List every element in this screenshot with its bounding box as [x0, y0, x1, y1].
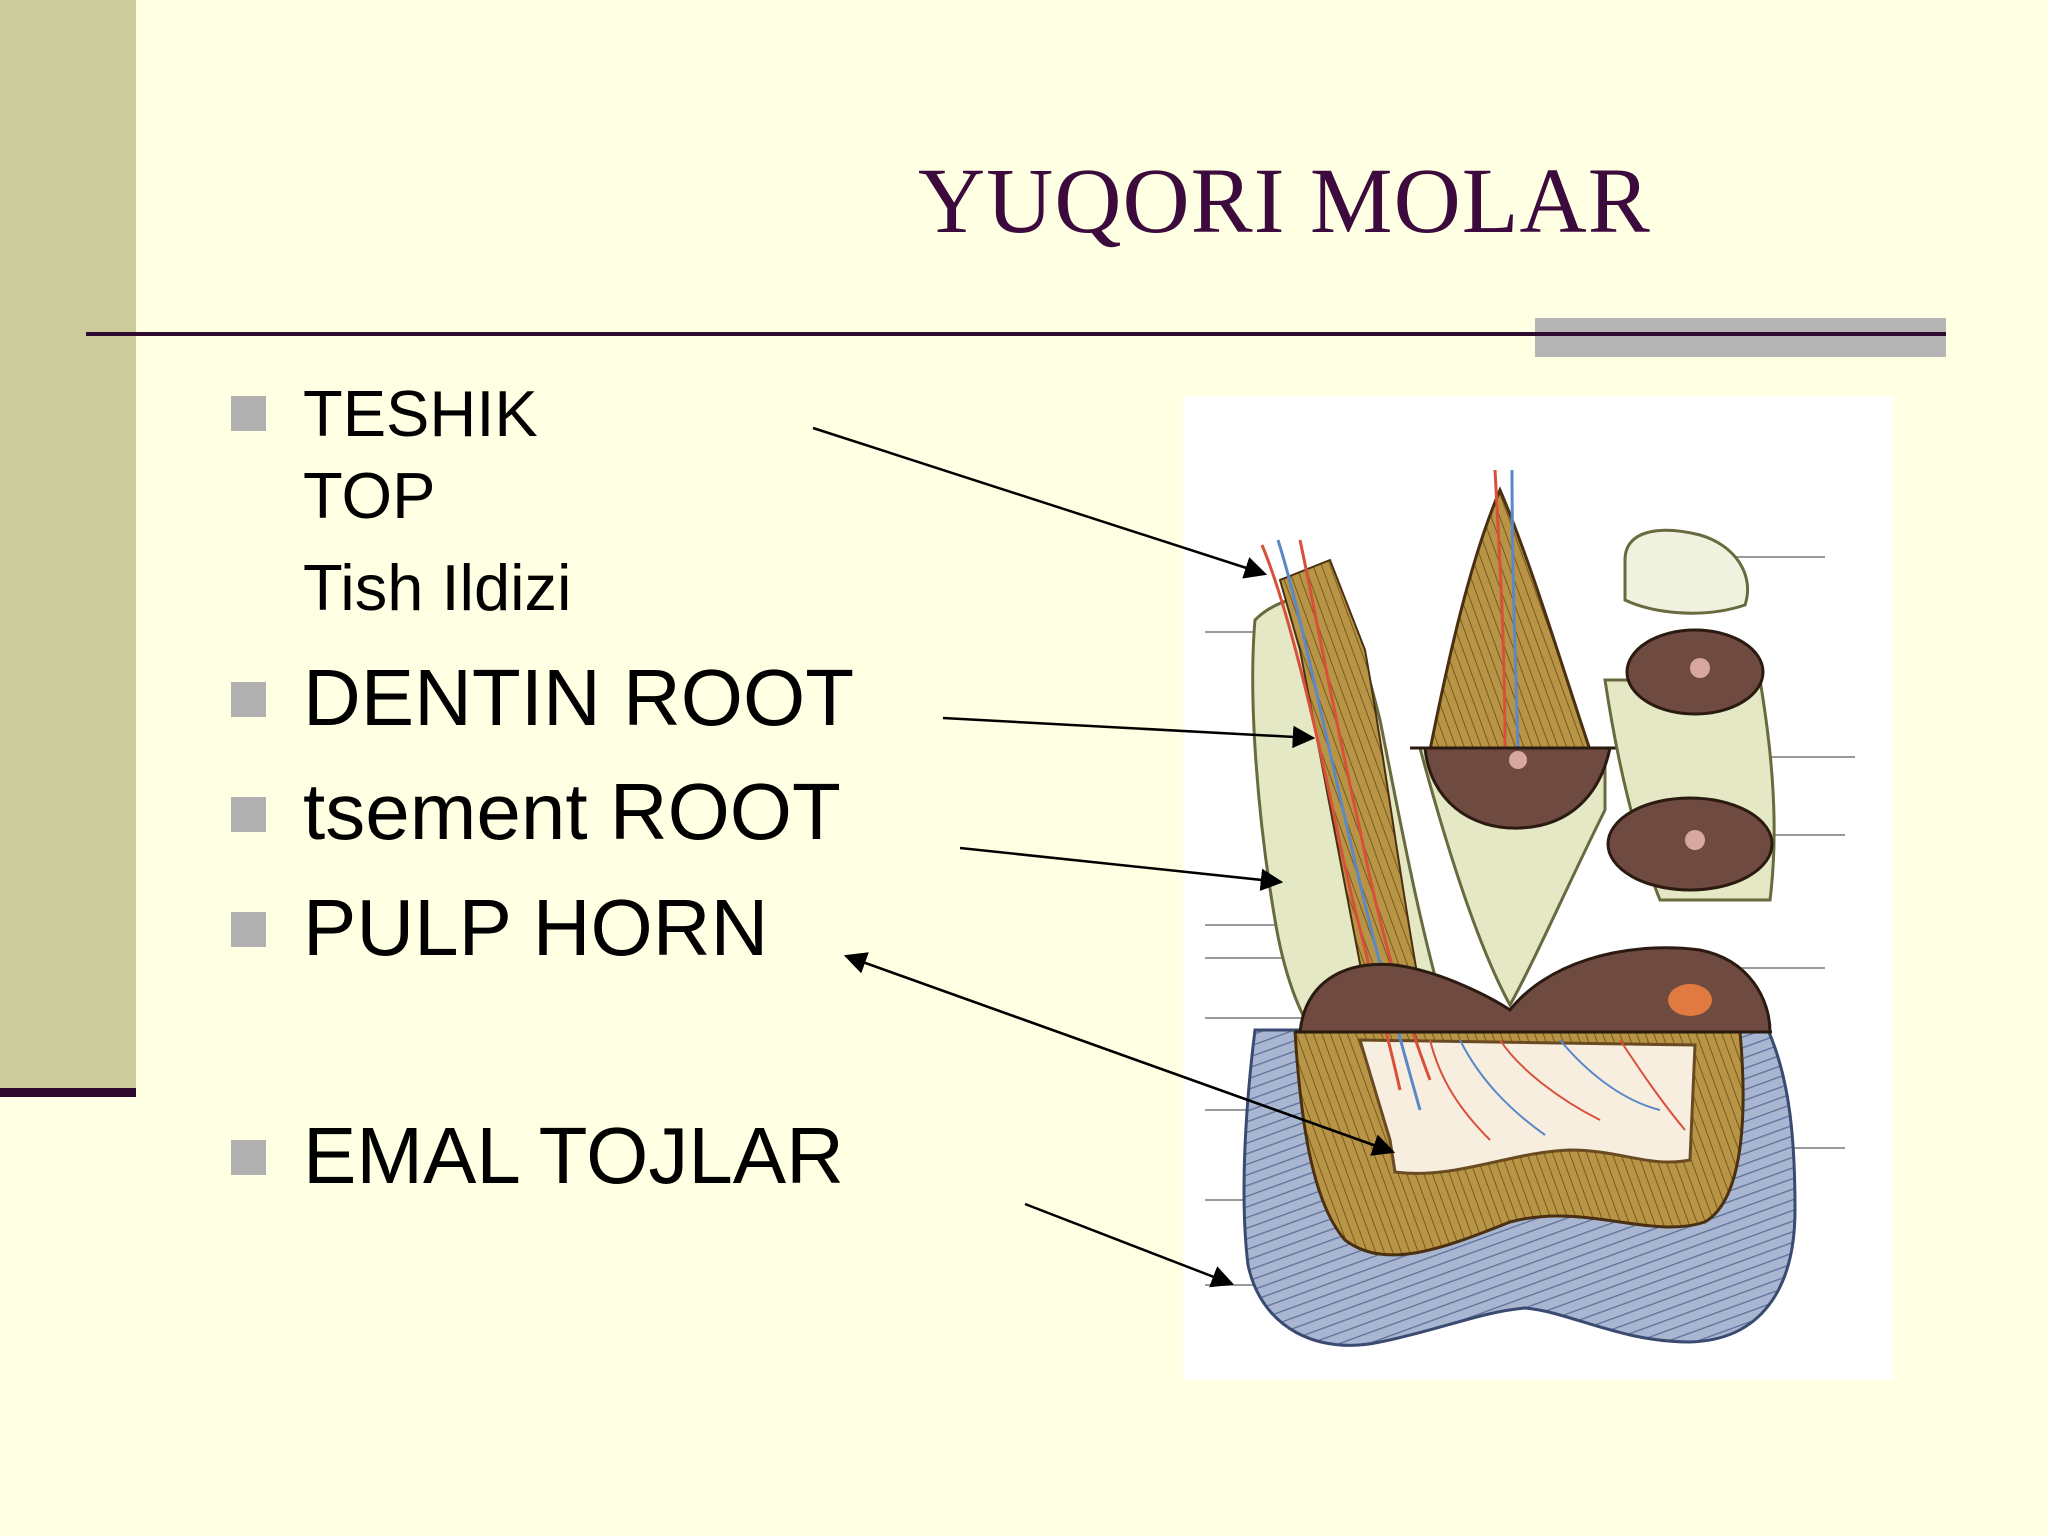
slide-title: YUQORI MOLAR — [918, 150, 1651, 253]
arrow-pulp-horn-down — [845, 954, 1396, 1156]
canal-dot — [1685, 830, 1705, 850]
middle-root-vessels — [1493, 469, 1520, 751]
right-root-tip — [1623, 528, 1750, 615]
side-accent-rule — [0, 1088, 136, 1097]
bullet-marker — [231, 682, 266, 717]
arrow-dentin-root — [942, 716, 1316, 749]
bullet-marker — [231, 396, 266, 431]
label-tsement-root: tsement ROOT — [303, 767, 841, 856]
pulp-vessels — [1429, 1039, 1686, 1141]
label-tish-ildizi: Tish Ildizi — [303, 551, 572, 624]
label-emal-tojlar: EMAL TOJLAR — [303, 1111, 844, 1200]
pulp-horn-section — [1668, 984, 1712, 1016]
cross-section-crown — [1298, 946, 1772, 1034]
cross-section-middle — [1423, 746, 1612, 830]
pulp-chamber — [1357, 1038, 1697, 1175]
dentin-middle-root — [1428, 486, 1593, 752]
label-dentin-root: DENTIN ROOT — [303, 653, 855, 742]
bullet-marker — [231, 1140, 266, 1175]
arrow-teshik — [812, 426, 1268, 579]
pointer-arrows — [812, 426, 1396, 1288]
bullet-marker — [231, 912, 266, 947]
canal-dot — [1690, 658, 1710, 678]
title-divider — [86, 332, 1946, 336]
bullet-marker — [231, 797, 266, 832]
side-accent-band — [0, 0, 136, 1092]
label-top: TOP — [303, 459, 436, 532]
arrow-tsement-root — [959, 846, 1284, 892]
label-teshik: TESHIK — [303, 377, 538, 450]
title-divider-accent — [1535, 318, 1946, 357]
canal-dot — [1509, 751, 1527, 769]
label-pulp-horn: PULP HORN — [303, 883, 769, 972]
arrow-emal-tojlar — [1024, 1202, 1235, 1288]
